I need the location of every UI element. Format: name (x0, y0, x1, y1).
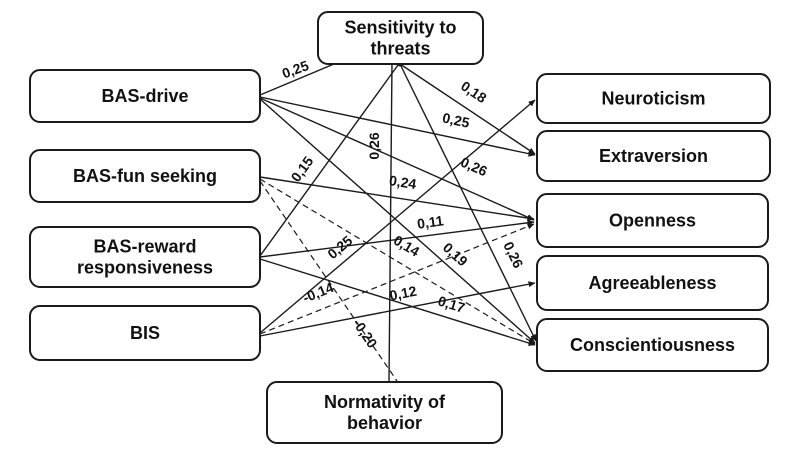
edge-label-bis-to-neuroticism: 0,25 (324, 232, 355, 262)
node-label-openness: Openness (609, 211, 696, 231)
node-bas-drive: BAS-drive (29, 69, 261, 123)
node-label-neuroticism: Neuroticism (601, 89, 705, 109)
node-label-bas-fun-seeking: BAS-fun seeking (73, 166, 217, 186)
node-label-agreeableness: Agreeableness (588, 273, 716, 293)
edges-layer (259, 59, 537, 382)
edge-bas-fun-seeking-to-conscientiousness (259, 178, 536, 345)
edge-bas-reward-to-sensitivity (259, 64, 399, 257)
edge-label-bas-reward-to-conscientiousness: 0,17 (436, 293, 467, 316)
edge-bas-drive-to-openness (259, 97, 535, 221)
node-box-conscientiousness (536, 318, 769, 372)
edge-bas-drive-to-conscientiousness (259, 98, 536, 344)
edge-bas-reward-to-conscientiousness (259, 258, 536, 346)
edge-label-sensitivity-to-conscientiousness: 0,26 (500, 239, 526, 271)
edge-label-bas-reward-to-openness: 0,11 (416, 212, 445, 232)
edge-label-bas-fun-seeking-to-normativity: -0,20 (350, 315, 381, 351)
edge-bas-drive-to-extraversion (259, 96, 536, 157)
node-box-agreeableness (536, 255, 769, 311)
edge-bis-to-agreeableness (259, 281, 536, 337)
node-conscientiousness: Conscientiousness (536, 318, 769, 372)
node-box-openness (536, 193, 769, 248)
edge-label-bas-drive-to-openness: 0,26 (458, 154, 490, 180)
edge-label-bas-drive-to-extraversion: 0,25 (441, 109, 471, 130)
node-box-bas-drive (29, 69, 261, 123)
node-box-normativity (266, 381, 503, 444)
edge-label-bas-reward-to-sensitivity: 0,15 (287, 153, 316, 185)
node-box-extraversion (536, 130, 771, 182)
node-box-sensitivity (317, 11, 484, 65)
node-neuroticism: Neuroticism (536, 73, 771, 124)
edge-label-bas-drive-to-sensitivity: 0,25 (280, 57, 311, 81)
node-agreeableness: Agreeableness (536, 255, 769, 311)
edge-bis-to-neuroticism (259, 99, 536, 334)
node-extraversion: Extraversion (536, 130, 771, 182)
node-label-conscientiousness: Conscientiousness (570, 335, 735, 355)
node-label-bas-drive: BAS-drive (101, 86, 188, 106)
node-bis: BIS (29, 305, 261, 361)
edge-label-sensitivity-to-normativity: 0,26 (366, 132, 382, 159)
edge-label-sensitivity-to-extraversion: 0,18 (458, 78, 490, 107)
node-bas-fun-seeking: BAS-fun seeking (29, 149, 261, 203)
edge-label-bis-to-openness: -0,14 (300, 279, 336, 306)
edge-bas-drive-to-sensitivity (259, 63, 335, 96)
edge-label-bas-fun-seeking-to-conscientiousness: 0,14 (391, 232, 423, 260)
node-box-bis (29, 305, 261, 361)
edge-bas-reward-to-openness (259, 219, 535, 258)
node-box-bas-reward (29, 226, 261, 288)
node-label-bis: BIS (130, 323, 160, 343)
node-label-extraversion: Extraversion (599, 146, 708, 166)
edge-bas-fun-seeking-to-openness (259, 176, 535, 221)
edge-sensitivity-to-normativity (388, 62, 393, 382)
edge-sensitivity-to-conscientiousness (399, 63, 537, 342)
edge-labels-layer: 0,25 0,25 0,26 0,19 0,24 0,14 -0,20 0,15 0,11 0,1… (280, 57, 527, 351)
edge-label-bas-drive-to-conscientiousness: 0,19 (440, 239, 471, 269)
edge-label-bis-to-agreeableness: 0,12 (388, 283, 418, 304)
node-openness: Openness (536, 193, 769, 248)
node-box-neuroticism (536, 73, 771, 124)
edge-label-bas-fun-seeking-to-openness: 0,24 (388, 172, 418, 192)
node-box-bas-fun-seeking (29, 149, 261, 203)
edge-sensitivity-to-extraversion (399, 63, 536, 155)
